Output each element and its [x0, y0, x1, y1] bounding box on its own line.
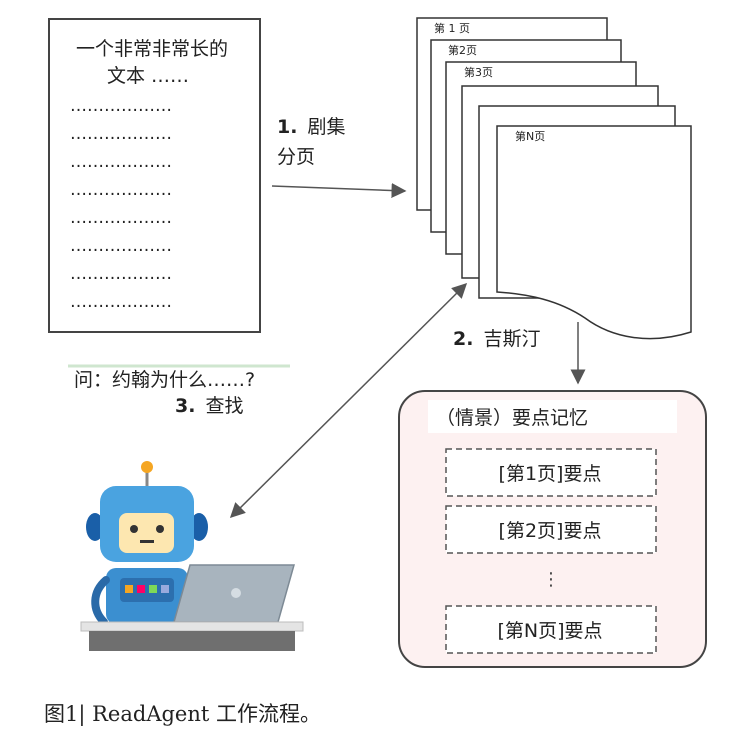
- step1-line2: 分页: [277, 146, 315, 168]
- document-title-line-2: 文本 ……: [107, 65, 189, 87]
- page-stack: 第 1 页 第2页 第3页 第N页: [416, 17, 692, 340]
- document-box: [48, 18, 261, 333]
- document-filler-line: ………………: [70, 124, 172, 144]
- robot-button-orange: [125, 585, 133, 593]
- step1-number: 1.: [277, 116, 297, 138]
- robot-left-ear: [86, 513, 104, 541]
- step3-label: 3. 查找: [175, 395, 244, 417]
- page-label-3: 第3页: [464, 65, 493, 79]
- document-filler-line: ………………: [70, 180, 172, 200]
- gist-item-n-label: [第N页]要点: [497, 620, 602, 642]
- robot-mouth: [140, 540, 154, 543]
- robot-left-eye: [130, 525, 138, 533]
- question-text: 问：约翰为什么……?: [74, 369, 255, 391]
- step1-label: 1. 剧集: [277, 116, 346, 138]
- gist-item-2: [445, 505, 657, 554]
- page-n: [496, 125, 692, 340]
- robot-illustration: [80, 461, 304, 651]
- document-filler-line: ………………: [70, 96, 172, 116]
- gist-item-2-label: [第2页]要点: [499, 520, 602, 542]
- robot-antenna-tip: [141, 461, 153, 473]
- gist-memory: （情景）要点记忆 [第1页]要点 [第2页]要点 ⋮ [第N页]要点: [398, 390, 707, 668]
- gist-memory-title: （情景）要点记忆: [436, 407, 588, 429]
- desk-top: [80, 621, 304, 632]
- document-filler-line: ………………: [70, 208, 172, 228]
- document-filler-line: ………………: [70, 152, 172, 172]
- figure-caption: 图1| ReadAgent 工作流程。: [44, 702, 321, 727]
- step1-arrow: [271, 182, 407, 198]
- document-filler-line: ………………: [70, 236, 172, 256]
- robot-button-green: [149, 585, 157, 593]
- step3-text: 查找: [206, 395, 244, 417]
- step2-text: 吉斯汀: [484, 328, 541, 350]
- gist-item-n: [445, 605, 657, 654]
- robot-button-blue: [161, 585, 169, 593]
- page-label-n: 第N页: [515, 129, 545, 143]
- page-label-1: 第 1 页: [434, 21, 470, 35]
- gist-ellipsis: ⋮: [542, 569, 560, 590]
- desk-front: [89, 631, 295, 651]
- step2-number: 2.: [453, 328, 473, 350]
- step2-label: 2. 吉斯汀: [453, 328, 541, 350]
- document-filler-line: ………………: [70, 292, 172, 312]
- robot-button-pink: [137, 585, 145, 593]
- gist-item-1: [445, 448, 657, 497]
- page-label-2: 第2页: [448, 43, 477, 57]
- step3-arrow: [229, 282, 468, 519]
- document-filler-line: ………………: [70, 264, 172, 284]
- robot-left-arm: [91, 576, 110, 626]
- gist-item-1-label: [第1页]要点: [499, 463, 602, 485]
- document-title-line-1: 一个非常非常长的: [76, 38, 228, 60]
- gist-memory-title-bg: [428, 400, 677, 433]
- robot-panel: [120, 578, 174, 602]
- laptop-logo: [231, 588, 241, 598]
- robot-face: [119, 513, 174, 553]
- long-document: 一个非常非常长的 文本 …… ……………… ……………… ……………… ……………: [48, 18, 261, 333]
- step3-number: 3.: [175, 395, 195, 417]
- step1-line1: 剧集: [308, 116, 346, 138]
- robot-right-eye: [156, 525, 164, 533]
- robot-right-ear: [190, 513, 208, 541]
